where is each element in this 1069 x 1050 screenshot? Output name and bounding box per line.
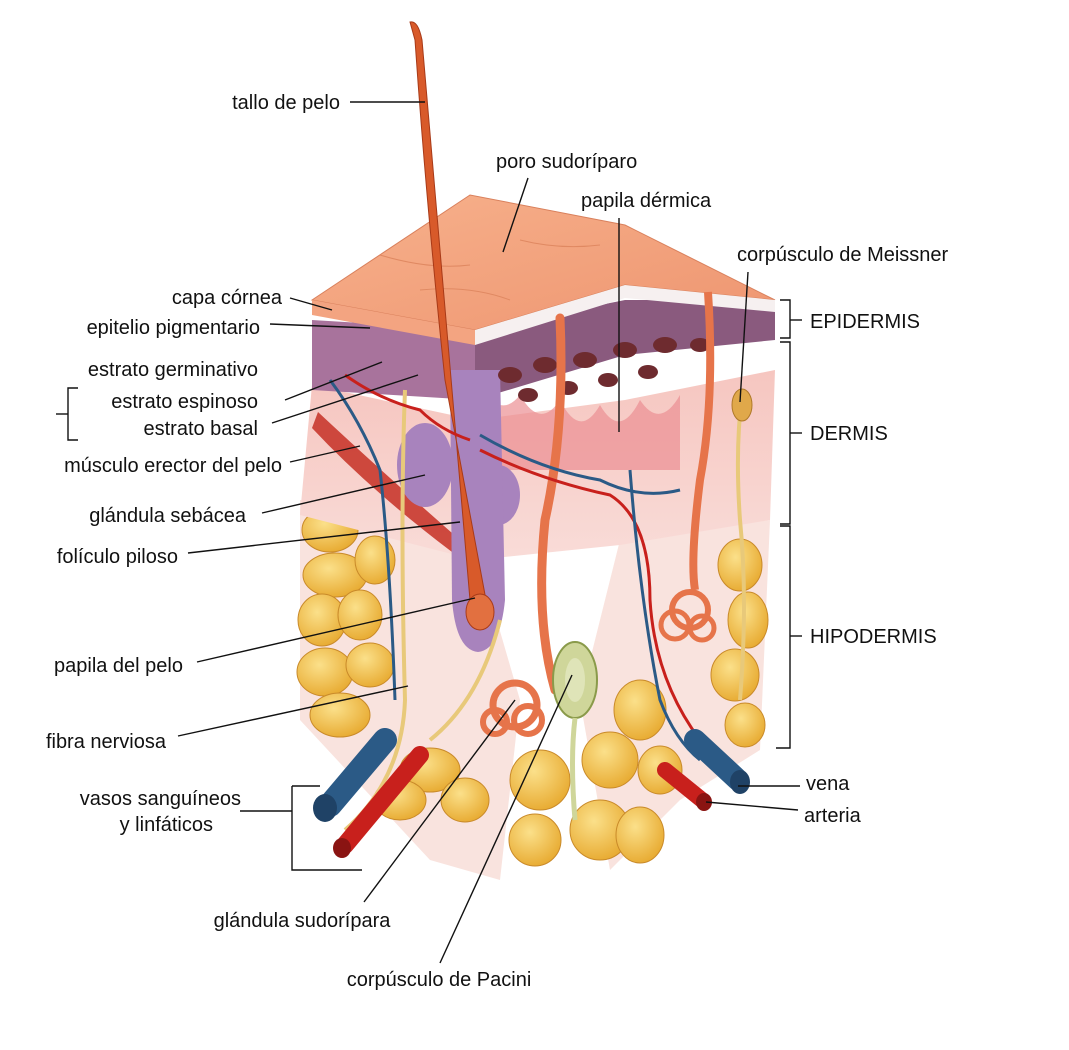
label-stratum-germinativum: estrato germinativo	[88, 359, 258, 381]
label-sebaceous-gland: glándula sebácea	[89, 505, 247, 527]
arrector-pili-muscle	[312, 412, 460, 552]
anatomy-labels: tallo de pelo poro sudoríparo papila dér…	[46, 92, 949, 991]
label-dermal-papilla: papila dérmica	[581, 190, 712, 212]
label-epidermis: EPIDERMIS	[810, 311, 920, 333]
skin-block-illustration	[296, 21, 776, 880]
label-stratum-basale: estrato basal	[143, 418, 258, 440]
label-hair-shaft: tallo de pelo	[232, 92, 340, 114]
label-dermis: DERMIS	[810, 423, 888, 445]
label-sweat-gland: glándula sudorípara	[214, 910, 392, 932]
artery-right	[657, 762, 710, 808]
label-hypodermis: HIPODERMIS	[810, 626, 937, 648]
sweat-gland-structure	[480, 291, 717, 737]
hair-shaft	[409, 21, 495, 631]
label-stratum-spinosum: estrato espinoso	[111, 391, 258, 413]
label-pacinian-corpuscle: corpúsculo de Pacini	[347, 969, 532, 991]
hair-papilla	[465, 593, 495, 631]
label-vessels-line1: vasos sanguíneos	[80, 788, 241, 810]
label-artery: arteria	[804, 805, 862, 827]
skin-surface	[310, 194, 776, 345]
leader-lines	[56, 101, 802, 964]
label-stratum-corneum: capa córnea	[172, 287, 283, 309]
label-pigment-epithelium: epitelio pigmentario	[87, 317, 260, 339]
nerve-fibers	[343, 389, 502, 832]
capillaries	[328, 373, 702, 762]
label-hair-follicle: folículo piloso	[57, 546, 178, 568]
label-vein: vena	[806, 773, 850, 795]
sebaceous-gland	[397, 423, 453, 507]
label-sweat-pore: poro sudoríparo	[496, 151, 637, 173]
label-nerve-fiber: fibra nerviosa	[46, 731, 167, 753]
meissner-corpuscle	[731, 388, 753, 701]
dermal-papillae	[480, 385, 680, 470]
label-hair-papilla: papila del pelo	[54, 655, 183, 677]
pacinian-corpuscle	[552, 641, 598, 821]
label-vessels-line2: y linfáticos	[120, 814, 213, 836]
label-meissner-corpuscle: corpúsculo de Meissner	[737, 244, 949, 266]
label-arrector-pili: músculo erector del pelo	[64, 455, 282, 477]
layer-labels: EPIDERMIS DERMIS HIPODERMIS	[810, 311, 937, 648]
large-vessels	[313, 728, 750, 858]
vein-right	[684, 729, 749, 791]
